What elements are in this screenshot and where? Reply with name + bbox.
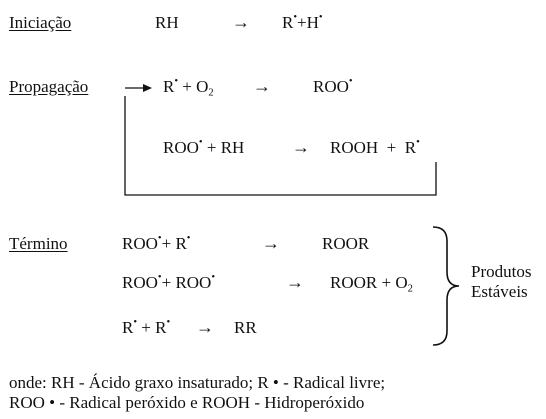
propagacao-r2-products: ROOH + R• bbox=[330, 137, 420, 157]
termino-r3-reactants: R• + R• bbox=[122, 317, 171, 337]
propagacao-r2-arrow: → bbox=[292, 137, 310, 157]
termino-r1-reactants: ROO•+ R• bbox=[122, 233, 191, 253]
iniciacao-label: Iniciação bbox=[9, 13, 72, 32]
stable-products-line2: Estáveis bbox=[471, 282, 528, 301]
iniciacao-arrow: → bbox=[232, 12, 250, 32]
stable-products-line1: Produtos bbox=[471, 262, 532, 281]
propagacao-r1-reactants: R• + O2 bbox=[163, 76, 214, 99]
propagacao-r1-product: ROO• bbox=[313, 76, 353, 96]
legend-line-1: onde: RH - Ácido graxo insaturado; R • -… bbox=[9, 373, 386, 392]
termino-r1-product: ROOR bbox=[322, 234, 370, 253]
termino-r1-arrow: → bbox=[262, 233, 280, 253]
iniciacao-products: R•+H• bbox=[282, 12, 323, 32]
propagacao-label: Propagação bbox=[9, 77, 89, 96]
termino-r2-reactants: ROO•+ ROO• bbox=[122, 272, 216, 292]
termino-label: Término bbox=[9, 234, 68, 253]
termino-r2-products: ROOR + O2 bbox=[330, 273, 413, 295]
iniciacao-reactant: RH bbox=[155, 13, 179, 32]
propagacao-r2-reactants: ROO• + RH bbox=[163, 137, 245, 157]
propagacao-r1-arrow: → bbox=[253, 76, 271, 96]
termino-r2-arrow: → bbox=[286, 272, 304, 292]
termino-r3-product: RR bbox=[234, 318, 257, 337]
termino-r3-arrow: → bbox=[196, 317, 214, 337]
legend-line-2: ROO • - Radical peróxido e ROOH - Hidrop… bbox=[9, 393, 365, 412]
